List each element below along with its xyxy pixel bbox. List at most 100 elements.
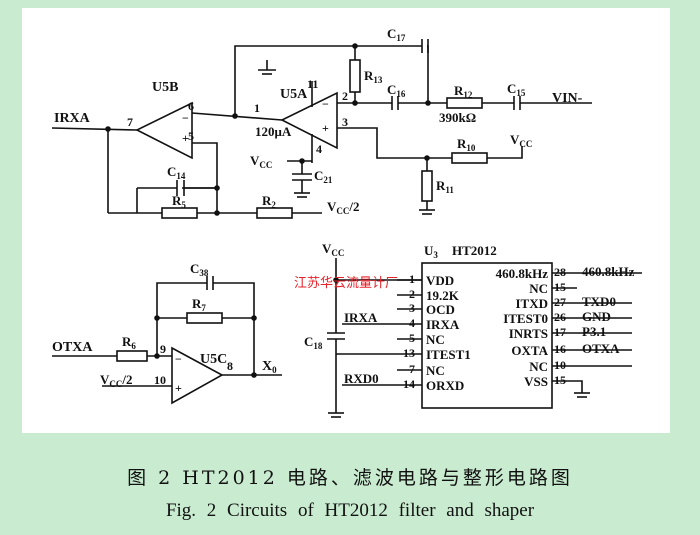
ic-pin-name: VDD (426, 273, 454, 288)
c38-label: C38 (190, 261, 209, 278)
r10-label: R10 (457, 136, 476, 153)
x0-label: X0 (262, 359, 277, 375)
c21-label: C21 (314, 168, 333, 185)
u5b-opamp (135, 101, 193, 160)
u5c-minus: − (175, 352, 182, 366)
u5c-plus: + (175, 381, 182, 395)
ic-pin-number: 13 (403, 346, 415, 360)
vcc-u5a-label: VCC (250, 153, 272, 170)
c15-label: C15 (507, 81, 526, 98)
r5-resistor (161, 207, 198, 219)
u3-label: U3 (424, 243, 438, 260)
ic-net-label: P3.1 (582, 324, 606, 339)
vcc-top-label: VCC (510, 132, 532, 149)
ic-net-label: OTXA (582, 341, 620, 356)
pin-7: 7 (127, 115, 133, 129)
ic-pin-number: 4 (409, 316, 415, 330)
r11-resistor (421, 170, 433, 202)
pin-2: 2 (342, 89, 348, 103)
ic-pin-number: 28 (554, 265, 566, 279)
pin-4: 4 (316, 142, 322, 156)
circuit-diagram: U5B U5A U5C IRXA VIN- OTXA X0 6 7 5 − + … (22, 8, 670, 433)
ic-right-pins (552, 272, 642, 398)
pin-5: 5 (188, 129, 194, 143)
ic-pin-name: 460.8kHz (496, 266, 549, 281)
u5a-minus: − (322, 97, 329, 111)
r11-label: R11 (436, 178, 454, 195)
vin-label: VIN- (552, 91, 583, 106)
r7-resistor (186, 312, 223, 324)
ic-pin-name: ITEST1 (426, 347, 471, 362)
r12-value: 390kΩ (439, 110, 476, 125)
pin-10: 10 (154, 373, 166, 387)
watermark: 江苏华云流量计厂 (294, 275, 398, 291)
ic-pin-name: 19.2K (426, 288, 460, 303)
ic-pin-number: 3 (409, 301, 415, 315)
ic-pin-name: OXTA (511, 343, 548, 358)
r2-label: R2 (262, 193, 276, 210)
ic-pin-name: INRTS (509, 326, 548, 341)
c14-label: C14 (167, 164, 186, 181)
u5a-opamp (280, 91, 338, 150)
ic-pin-number: 7 (409, 362, 415, 376)
u5b-plus: + (182, 131, 189, 145)
ic-pin-name: NC (426, 363, 445, 378)
ic-pin-name: NC (529, 359, 548, 374)
ic-pin-name: NC (426, 332, 445, 347)
caption-chinese: 图 2 HT2012 电路、滤波电路与整形电路图 (127, 467, 573, 489)
ic-pin-number: 15 (554, 373, 566, 387)
ic-pin-number: 5 (409, 331, 415, 345)
ic-pin-number: 10 (554, 358, 566, 372)
otxa-label: OTXA (52, 340, 93, 355)
ic-pin-name: ITXD (515, 296, 548, 311)
caption-english: Fig. 2 Circuits of HT2012 filter and sha… (165, 500, 535, 521)
pin-9: 9 (160, 342, 166, 356)
c17-label: C17 (387, 26, 406, 43)
u5a-plus: + (322, 121, 329, 135)
current-label: 120μA (255, 124, 292, 139)
ic-pin-name: NC (529, 281, 548, 296)
ic-net-label: TXD0 (582, 294, 616, 309)
ic-net-label: 460.8kHz (582, 264, 635, 279)
pin-8: 8 (227, 359, 233, 373)
r7-label: R7 (192, 296, 206, 313)
rxd0-net: RXD0 (344, 371, 379, 386)
ic-pin-number: 27 (554, 295, 566, 309)
pin-3: 3 (342, 115, 348, 129)
ic-pin-name: VSS (524, 374, 548, 389)
ic-pin-number: 17 (554, 325, 566, 339)
ht2012-ic-body (421, 262, 553, 409)
ht2012-label: HT2012 (452, 243, 497, 258)
irxa-ic-net: IRXA (344, 310, 378, 325)
r13-resistor (349, 59, 361, 93)
r12-label: R12 (454, 83, 473, 100)
ic-pin-number: 14 (403, 377, 415, 391)
u5c-opamp (171, 346, 224, 405)
vcc-ic-label: VCC (322, 241, 344, 258)
ic-pin-number: 26 (554, 310, 566, 324)
vcc-half-top-label: VCC/2 (327, 199, 360, 216)
pin-1: 1 (254, 101, 260, 115)
pin-11: 11 (307, 77, 318, 91)
r6-resistor (116, 350, 148, 362)
ic-pin-number: 16 (554, 342, 566, 356)
u5c-label: U5C (200, 352, 227, 367)
ic-pin-number: 1 (409, 272, 415, 286)
ic-net-label: GND (582, 309, 611, 324)
u5b-label: U5B (152, 80, 178, 95)
ic-pin-name: OCD (426, 302, 455, 317)
ic-pin-name: IRXA (426, 317, 460, 332)
r6-label: R6 (122, 334, 136, 351)
ic-left-pins (336, 279, 422, 386)
ic-pin-number: 15 (554, 280, 566, 294)
u5a-label: U5A (280, 87, 308, 102)
ic-pin-name: ORXD (426, 378, 464, 393)
r5-label: R5 (172, 193, 186, 210)
ic-pin-name: ITEST0 (503, 311, 548, 326)
c18-label: C18 (304, 334, 323, 351)
r10-resistor (451, 152, 488, 164)
u5b-minus: − (182, 111, 189, 125)
pin-6: 6 (188, 99, 194, 113)
